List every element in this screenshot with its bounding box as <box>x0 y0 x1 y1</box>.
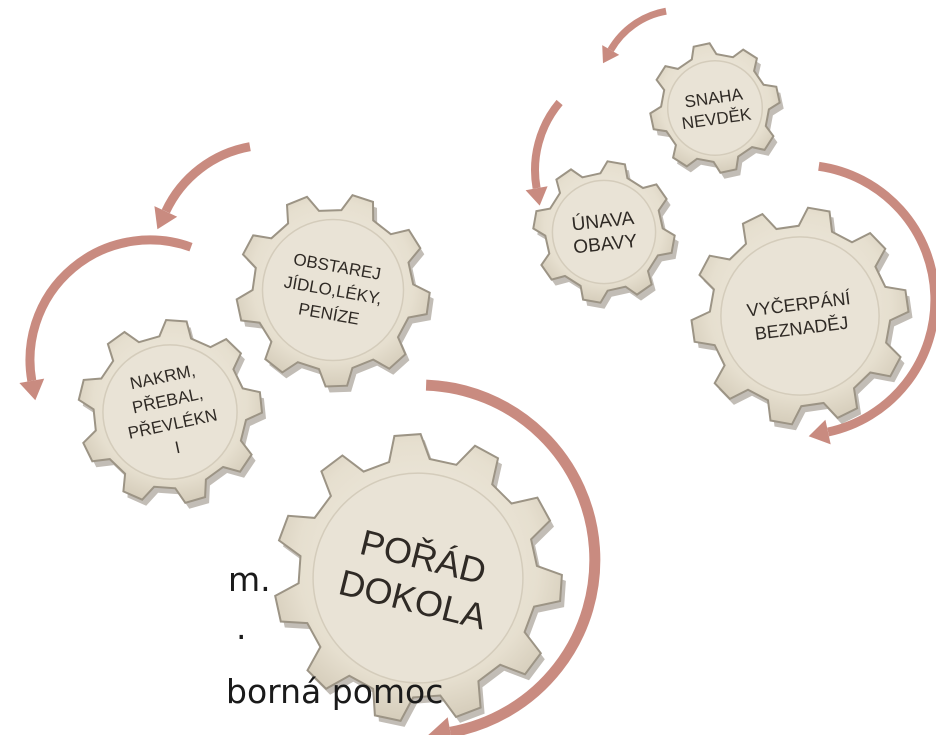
arrow-body <box>607 7 667 52</box>
arrow-top-left <box>525 99 563 206</box>
gear-face <box>551 179 657 285</box>
arrow-head <box>19 378 45 401</box>
background-text-line-2: . <box>236 608 247 647</box>
gear-face <box>102 344 238 480</box>
arrow-head <box>602 45 620 64</box>
gear-label-line: I <box>173 438 182 458</box>
gear-unava: ÚNAVAOBAVY <box>532 160 679 309</box>
arrow-body <box>818 161 936 437</box>
gear-face <box>261 218 405 362</box>
arrow-body <box>425 379 601 735</box>
arrow-right <box>808 161 936 445</box>
gear-vycerpani: VYČERPÁNÍBEZNADĚJ <box>690 206 913 431</box>
gear-face <box>312 472 524 684</box>
background-text-line-3: borná pomoc <box>226 672 444 711</box>
arrow-body <box>25 235 193 382</box>
gear-obstarej: OBSTAREJJÍDLO,LÉKY,PENÍZE <box>235 194 434 393</box>
arrow-body <box>531 99 563 189</box>
gear-snaha: SNAHANEVDĚK <box>649 42 784 179</box>
gear-nakrm: NAKRM,PŘEBAL,PŘEVLÉKNI <box>77 318 266 509</box>
arrow-big-right <box>425 379 601 735</box>
gear-porad: POŘÁDDOKOLA <box>274 433 566 727</box>
arrow-body <box>161 142 251 214</box>
background-text-line-1: m. <box>228 560 271 599</box>
arrow-head <box>525 186 548 206</box>
gear-face <box>666 59 764 157</box>
arrow-left-mid <box>154 142 251 230</box>
arrow-head <box>808 419 831 445</box>
arrow-head <box>428 717 451 735</box>
arrow-top-top <box>602 7 667 64</box>
gear-face <box>720 236 880 396</box>
arrow-left-outer <box>19 235 193 401</box>
arrow-head <box>154 206 178 230</box>
